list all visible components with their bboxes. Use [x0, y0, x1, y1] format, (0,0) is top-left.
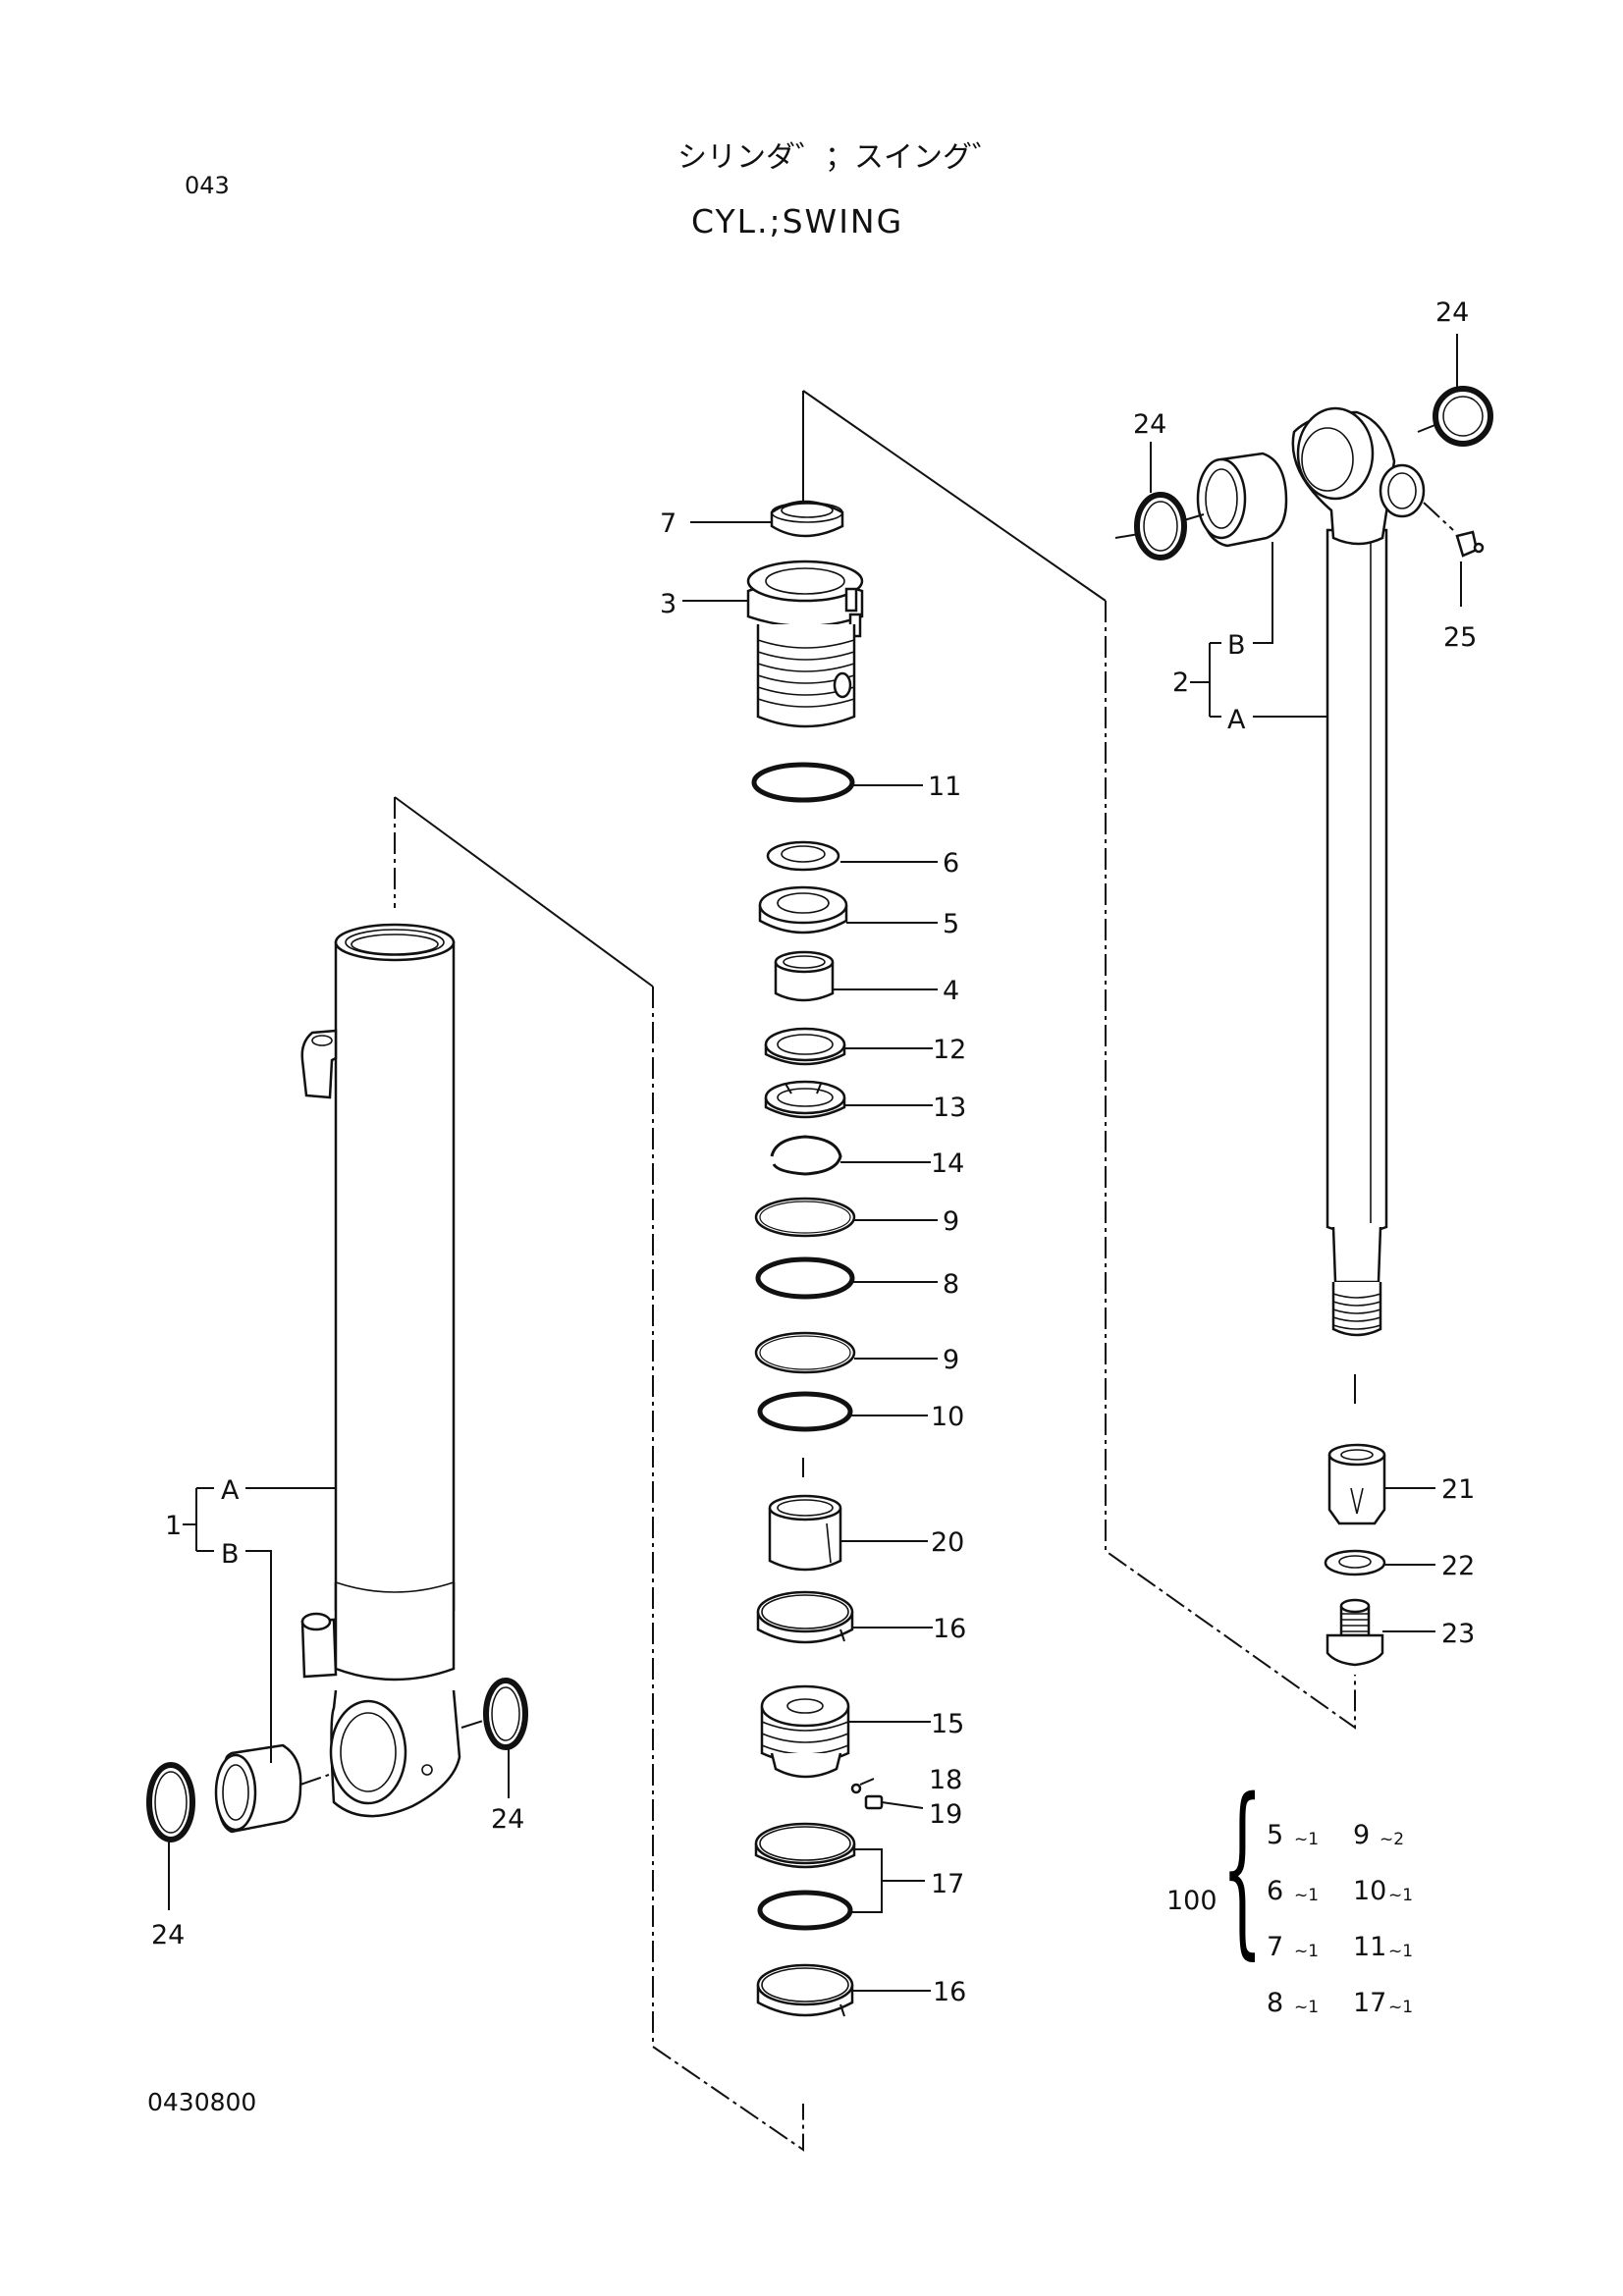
callout-label-p1: 1 [165, 1511, 182, 1541]
callout-label-qty_a: ~1 [1294, 1998, 1319, 2017]
callout-part-24-right-upper: 24 [1435, 297, 1469, 389]
callout-label-p9b: 9 [943, 1345, 959, 1375]
callout-label-p8: 8 [943, 1269, 959, 1300]
callout-part-1: 1 A B [165, 1475, 336, 1763]
callout-part-24-left-upper: 24 [491, 1749, 524, 1835]
callout-label-p11: 11 [928, 772, 961, 802]
callout-label-p18: 18 [929, 1765, 962, 1795]
kit-row: 5 ~1 9 ~2 [1267, 1820, 1404, 1850]
callout-label-part_b: 9 [1353, 1820, 1370, 1850]
part-13-ring: 13 [764, 1080, 966, 1123]
callout-label-p12: 12 [933, 1035, 966, 1065]
callout-label-p20: 20 [931, 1527, 964, 1558]
assembly-guide-lines [394, 390, 1356, 2152]
part-15-piston: 15 [760, 1684, 964, 1779]
callout-label-p1B: B [221, 1539, 240, 1570]
part-10-o-ring: 10 [757, 1391, 964, 1432]
part-9-backup-ring-lower: 9 [754, 1331, 959, 1375]
callout-label-p2A: A [1227, 705, 1246, 735]
kit-row: 8 ~1 17 ~1 [1267, 1988, 1413, 2018]
callout-label-p1A: A [221, 1475, 240, 1506]
callout-label-part_a: 5 [1267, 1820, 1283, 1850]
callout-label-p25: 25 [1443, 622, 1477, 653]
callout-label-p6: 6 [943, 848, 959, 879]
callout-label-qty_a: ~1 [1294, 1830, 1319, 1849]
title-japanese: シリンダ゛；スイング゛ [677, 140, 1001, 175]
callout-label-qty_a: ~1 [1294, 1942, 1319, 1961]
callout-label-p2: 2 [1172, 667, 1189, 698]
callout-label-qty_a: ~1 [1294, 1886, 1319, 1905]
callout-label-p22: 22 [1441, 1551, 1475, 1581]
callout-label-p4: 4 [943, 976, 959, 1006]
part-14-snap-ring: 14 [770, 1135, 964, 1179]
callout-label-part_b: 10 [1353, 1876, 1386, 1906]
callout-part-24-right-lower: 24 [1133, 409, 1166, 493]
part-12-seal: 12 [764, 1027, 966, 1066]
callout-label-p16b: 16 [933, 1977, 966, 2007]
part-18-steel-ball: 18 [850, 1765, 962, 1795]
piston-rod-assembly [1114, 386, 1493, 1337]
callout-label-p15: 15 [931, 1709, 964, 1739]
part-4-bushing: 4 [774, 950, 959, 1006]
callout-label-p2B: B [1227, 630, 1246, 661]
part-22-washer: 22 [1324, 1549, 1475, 1581]
seal-kit-table: 100 { 5 ~1 9 ~2 6 ~1 10 ~1 7 ~1 11 ~1 8 … [1166, 1759, 1413, 2018]
part-20-cushion-bearing: 20 [768, 1494, 964, 1572]
callout-label-p24b: 24 [491, 1804, 524, 1835]
kit-number: 100 [1166, 1886, 1217, 1916]
callout-label-p9a: 9 [943, 1206, 959, 1237]
part-16-wear-ring-upper: 16 [756, 1590, 966, 1644]
part-8-o-ring: 8 [755, 1256, 959, 1300]
callout-label-p3: 3 [660, 589, 676, 619]
callout-label-part_a: 8 [1267, 1988, 1283, 2018]
kit-brace: { [1221, 1759, 1263, 1977]
callout-label-p10: 10 [931, 1402, 964, 1432]
part-19-set-screw: 19 [864, 1794, 962, 1830]
part-17-slide-ring-set: 17 [754, 1822, 964, 1931]
callout-label-qty_b: ~2 [1380, 1830, 1404, 1849]
part-9-backup-ring-upper: 9 [754, 1197, 959, 1238]
kit-row: 6 ~1 10 ~1 [1267, 1876, 1413, 1906]
page-number: 043 [185, 172, 230, 199]
part-6-backup-ring: 6 [766, 840, 959, 879]
drawing-number: 0430800 [147, 2088, 256, 2116]
callout-label-qty_b: ~1 [1388, 1998, 1413, 2017]
callout-label-part_b: 17 [1353, 1988, 1386, 2018]
callout-label-p5: 5 [943, 909, 959, 939]
part-7-wiper-ring: 7 [660, 500, 844, 539]
part-5-buffer-ring: 5 [758, 885, 959, 939]
callout-label-p7: 7 [660, 508, 676, 539]
part-16-wear-ring-lower: 16 [756, 1963, 966, 2017]
part-23-plug-bolt: 23 [1325, 1598, 1475, 1667]
callout-label-p17: 17 [931, 1869, 964, 1899]
callout-label-part_a: 6 [1267, 1876, 1283, 1906]
callout-label-p13: 13 [933, 1093, 966, 1123]
cylinder-tube-assembly [146, 923, 528, 1842]
part-3-rod-cover: 3 [660, 560, 864, 728]
callout-label-p23: 23 [1441, 1619, 1475, 1649]
callout-part-2: 2 B A [1172, 542, 1327, 735]
callout-label-p24c: 24 [1435, 297, 1469, 328]
callout-label-qty_b: ~1 [1388, 1886, 1413, 1905]
callout-part-25: 25 [1443, 561, 1477, 653]
callout-label-p16a: 16 [933, 1614, 966, 1644]
callout-label-p24a: 24 [151, 1920, 185, 1950]
callout-label-p21: 21 [1441, 1474, 1475, 1505]
callout-label-qty_b: ~1 [1388, 1942, 1413, 1961]
callout-label-part_b: 11 [1353, 1932, 1386, 1962]
part-21-piston-nut: 21 [1327, 1443, 1475, 1525]
callout-label-p24d: 24 [1133, 409, 1166, 440]
part-11-o-ring: 11 [751, 762, 961, 803]
callout-label-p14: 14 [931, 1148, 964, 1179]
callout-label-p19: 19 [929, 1799, 962, 1830]
title-english: CYL.;SWING [691, 202, 903, 240]
callout-part-24-left-lower: 24 [151, 1840, 185, 1950]
kit-row: 7 ~1 11 ~1 [1267, 1932, 1413, 1962]
callout-label-part_a: 7 [1267, 1932, 1283, 1962]
